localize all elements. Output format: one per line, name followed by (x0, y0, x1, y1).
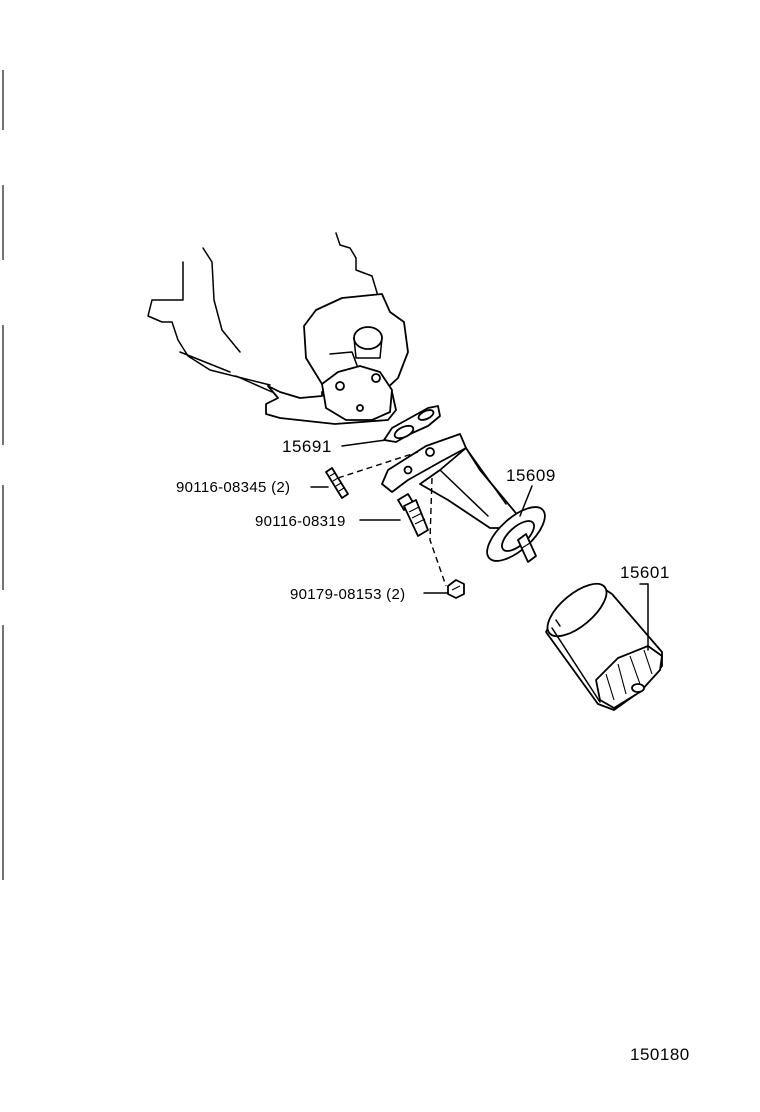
oil-filter (545, 582, 663, 711)
assembly-lines (337, 451, 447, 587)
stud-bolt (325, 467, 349, 499)
label-gasket: 15691 (282, 437, 332, 456)
label-stud: 90116-08345 (2) (176, 479, 290, 496)
leader-lines (310, 439, 649, 651)
union-bolt (397, 493, 429, 537)
oil-filter-bracket (381, 433, 546, 563)
label-filter: 15601 (620, 563, 670, 582)
label-bracket: 15609 (506, 466, 556, 485)
gasket (383, 405, 441, 443)
label-union-bolt: 90116-08319 (255, 513, 346, 530)
engine-block (147, 232, 409, 425)
figure-number: 150180 (630, 1045, 690, 1064)
label-nut: 90179-08153 (2) (290, 586, 405, 603)
hex-nut (447, 579, 465, 599)
